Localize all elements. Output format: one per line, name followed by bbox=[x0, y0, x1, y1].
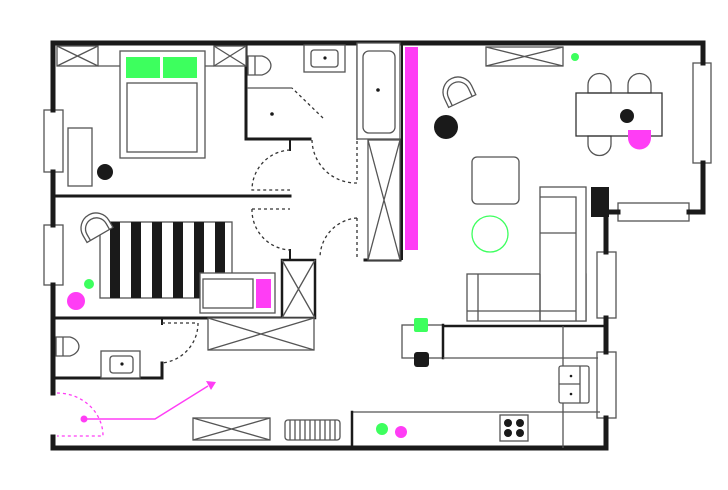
window bbox=[692, 62, 712, 164]
shower-door bbox=[291, 87, 324, 119]
green-marker bbox=[571, 53, 579, 61]
wardrobe-icon bbox=[367, 139, 401, 261]
toilet-icon bbox=[55, 336, 80, 357]
living-room bbox=[434, 46, 663, 322]
green-marker bbox=[376, 423, 388, 435]
window bbox=[43, 224, 64, 286]
route-arrow-icon bbox=[80, 381, 216, 423]
pillow-magenta bbox=[256, 279, 271, 308]
wardrobe-icon bbox=[192, 417, 271, 441]
window bbox=[596, 351, 617, 419]
chair bbox=[587, 135, 612, 157]
stove-icon bbox=[499, 414, 529, 442]
magenta-wall-accent bbox=[405, 47, 418, 250]
bedroom bbox=[56, 45, 247, 187]
magenta-marker bbox=[67, 292, 85, 310]
armchair-icon bbox=[80, 212, 114, 244]
radiator-icon bbox=[284, 419, 341, 441]
bed-icon bbox=[199, 272, 276, 314]
wardrobe-icon bbox=[485, 46, 564, 67]
toilet-icon bbox=[247, 55, 272, 76]
wardrobe-icon bbox=[56, 45, 247, 67]
window bbox=[596, 251, 617, 319]
outer-walls bbox=[50, 40, 706, 451]
black-marker bbox=[434, 115, 458, 139]
green-marker bbox=[84, 279, 94, 289]
window bbox=[43, 109, 64, 173]
doors bbox=[56, 87, 358, 437]
magenta-marker bbox=[395, 426, 407, 438]
door-swing bbox=[319, 217, 358, 260]
armchair-icon bbox=[442, 76, 477, 109]
door-swing bbox=[311, 139, 358, 184]
dining-table-icon bbox=[575, 72, 663, 157]
shower-drain bbox=[270, 112, 274, 116]
desk bbox=[67, 127, 93, 187]
window bbox=[617, 202, 690, 222]
bathtub-icon bbox=[356, 42, 401, 140]
fridge bbox=[558, 365, 590, 404]
chair bbox=[627, 72, 652, 94]
wc bbox=[55, 336, 141, 379]
pillow-green bbox=[163, 57, 197, 78]
bathroom bbox=[247, 42, 401, 261]
green-marker bbox=[414, 318, 428, 332]
pillow-green bbox=[126, 57, 160, 78]
green-ring-marker bbox=[471, 215, 509, 253]
kitchen bbox=[350, 318, 606, 450]
door-swing bbox=[161, 322, 199, 364]
black-marker bbox=[97, 164, 113, 180]
door-swing bbox=[251, 149, 291, 191]
column bbox=[591, 187, 609, 217]
sofa-icon bbox=[466, 186, 587, 322]
black-marker bbox=[414, 352, 429, 367]
kids-room bbox=[67, 212, 317, 351]
door-swing bbox=[251, 208, 291, 251]
black-marker bbox=[620, 109, 634, 123]
chair-magenta bbox=[628, 130, 651, 150]
wardrobe-icon bbox=[207, 258, 317, 351]
entry-door-swing bbox=[56, 392, 104, 437]
coffee-table bbox=[471, 156, 520, 205]
bed-icon bbox=[119, 50, 206, 159]
chair bbox=[587, 72, 612, 94]
hallway bbox=[80, 381, 341, 441]
sink-icon bbox=[100, 350, 141, 379]
sink-icon bbox=[303, 44, 346, 73]
